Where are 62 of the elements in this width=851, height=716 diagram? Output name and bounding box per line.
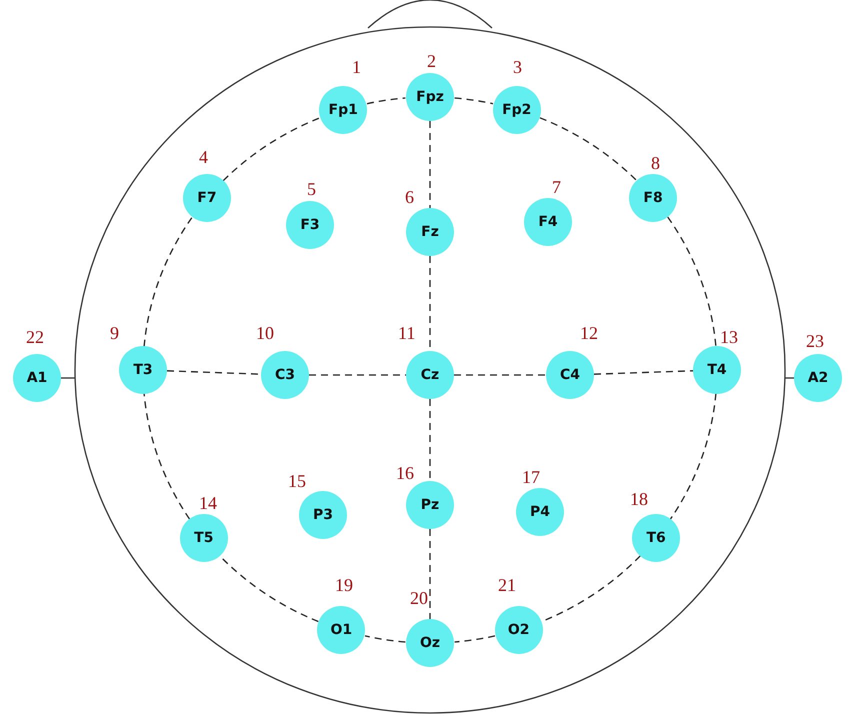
electrode-number: 19 bbox=[335, 576, 353, 594]
electrode-number: 23 bbox=[806, 332, 824, 350]
dashed-line bbox=[454, 374, 546, 376]
electrode-circle: O1 bbox=[317, 606, 366, 654]
electrode-circle: Cz bbox=[406, 351, 454, 399]
electrode-number: 1 bbox=[352, 58, 361, 76]
electrode-circle: P3 bbox=[299, 491, 347, 539]
electrode-circle: Fz bbox=[406, 208, 454, 256]
dashed-line bbox=[594, 370, 694, 375]
electrode-number: 20 bbox=[410, 589, 428, 607]
dashed-line bbox=[143, 216, 193, 347]
electrode-circle: Oz bbox=[406, 619, 454, 667]
electrode-number: 21 bbox=[498, 576, 516, 594]
electrode-number: 7 bbox=[552, 178, 561, 196]
electrode-circle: Fp1 bbox=[319, 86, 368, 134]
electrode-number: 8 bbox=[651, 154, 660, 172]
electrode-circle: O2 bbox=[494, 606, 543, 654]
dashed-line bbox=[364, 635, 406, 643]
dashed-line bbox=[454, 97, 494, 104]
electrode-number: 11 bbox=[398, 324, 416, 342]
dashed-line bbox=[222, 117, 320, 182]
electrode-circle: Fp2 bbox=[492, 86, 541, 134]
electrode-circle: A2 bbox=[794, 354, 842, 402]
electrode-circle: Fpz bbox=[406, 73, 454, 121]
electrode-number: 9 bbox=[110, 324, 119, 342]
electrode-circle: F8 bbox=[629, 174, 678, 222]
electrode-number: 3 bbox=[513, 58, 522, 76]
electrode-number: 14 bbox=[199, 494, 217, 512]
electrode-circle: P4 bbox=[516, 488, 564, 536]
electrode-circle: T5 bbox=[180, 514, 228, 562]
electrode-circle: C3 bbox=[261, 351, 309, 399]
electrode-circle: F3 bbox=[286, 201, 334, 249]
electrode-number: 22 bbox=[26, 328, 44, 346]
electrode-number: 12 bbox=[580, 324, 598, 342]
electrode-number: 5 bbox=[307, 180, 316, 198]
electrode-number: 18 bbox=[630, 490, 648, 508]
dashed-line bbox=[454, 635, 496, 643]
electrode-circle: Pz bbox=[406, 481, 454, 529]
dashed-line bbox=[143, 393, 190, 520]
dashed-line bbox=[309, 374, 406, 376]
dashed-line bbox=[667, 216, 717, 347]
dashed-line bbox=[429, 121, 431, 208]
electrode-number: 16 bbox=[396, 464, 414, 482]
electrode-circle: T4 bbox=[693, 346, 741, 394]
electrode-number: 6 bbox=[405, 188, 414, 206]
dashed-line bbox=[366, 97, 406, 104]
electrode-circle: C4 bbox=[546, 351, 594, 399]
dashed-line bbox=[429, 399, 431, 481]
electrode-number: 17 bbox=[522, 468, 540, 486]
electrode-circle: A1 bbox=[13, 354, 61, 402]
dashed-line bbox=[429, 529, 431, 619]
electrode-circle: T6 bbox=[632, 514, 680, 562]
dashed-line bbox=[670, 393, 717, 520]
electrode-number: 15 bbox=[288, 472, 306, 490]
electrode-circle: T3 bbox=[119, 346, 167, 394]
electrode-circle: F4 bbox=[524, 198, 572, 246]
electrode-number: 10 bbox=[256, 324, 274, 342]
dashed-line bbox=[540, 117, 638, 182]
electrode-number: 4 bbox=[199, 148, 208, 166]
electrode-number: 2 bbox=[427, 52, 436, 70]
electrode-circle: F7 bbox=[182, 174, 231, 222]
electrode-number: 13 bbox=[720, 328, 738, 346]
